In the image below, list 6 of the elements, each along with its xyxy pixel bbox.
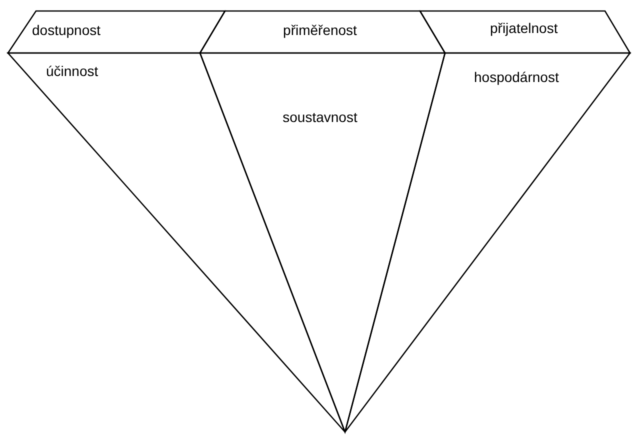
segment-label: přijatelnost [490, 19, 559, 37]
segment-label: hospodárnost [474, 68, 560, 86]
segment-label: dostupnost [32, 21, 102, 39]
segment-label: soustavnost [282, 108, 358, 126]
segment-label: účinnost [46, 62, 100, 80]
segment-label: přiměřenost [282, 21, 358, 39]
